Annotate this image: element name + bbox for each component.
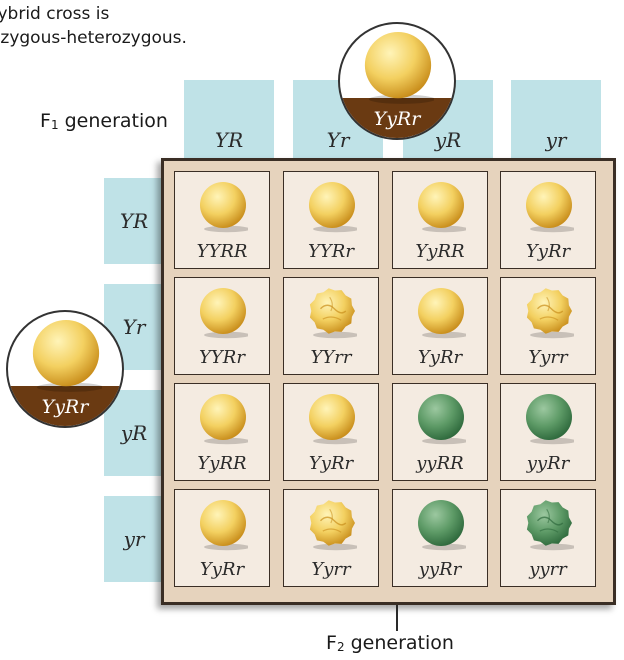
f2-generation-label: F2 generation	[326, 632, 454, 654]
cell-genotype: YYrr	[310, 347, 352, 368]
cell-genotype: yyRr	[526, 453, 570, 474]
cell-genotype: YyRr	[525, 241, 571, 262]
pea-icon	[307, 286, 359, 342]
intro-line-1: ihybrid cross is	[0, 4, 110, 24]
cell-genotype: YYRr	[199, 347, 245, 368]
pea-icon	[524, 498, 576, 554]
pea-icon	[198, 392, 250, 448]
parent-top-band	[340, 98, 454, 138]
parent-left-band	[8, 386, 122, 426]
pea-icon	[362, 30, 436, 110]
pea-icon	[416, 392, 468, 448]
pea-icon	[198, 180, 250, 236]
gamete-top-1: YR	[184, 80, 274, 164]
punnett-cell: YYrr	[283, 277, 379, 375]
punnett-cell: yyRr	[392, 489, 488, 587]
cell-genotype: yyrr	[529, 559, 567, 580]
intro-text: ihybrid cross is ozygous-heterozygous.	[0, 2, 260, 50]
parent-top-genotype: YyRr	[373, 108, 421, 130]
parent-left-genotype: YyRr	[41, 396, 89, 418]
gamete-left-3-label: yR	[120, 421, 148, 445]
cell-genotype: Yyrr	[528, 347, 568, 368]
pea-icon	[307, 180, 359, 236]
punnett-cell: yyRr	[500, 383, 596, 481]
punnett-cell: YYRr	[174, 277, 270, 375]
punnett-cell: yyRR	[392, 383, 488, 481]
punnett-cell: YYRr	[283, 171, 379, 269]
pea-icon	[524, 286, 576, 342]
parent-seed-top: YyRr	[338, 22, 456, 140]
pea-icon	[416, 498, 468, 554]
cell-genotype: Yyrr	[311, 559, 351, 580]
punnett-cell: Yyrr	[283, 489, 379, 587]
punnett-cell: Yyrr	[500, 277, 596, 375]
cell-genotype: YyRr	[308, 453, 354, 474]
cell-genotype: YyRR	[415, 241, 465, 262]
parent-seed-left: YyRr	[6, 310, 124, 428]
punnett-cell: YyRR	[392, 171, 488, 269]
cell-genotype: yyRr	[418, 559, 462, 580]
pea-icon	[198, 498, 250, 554]
punnett-cell: YyRR	[174, 383, 270, 481]
punnett-cell: YYRR	[174, 171, 270, 269]
pea-icon	[30, 318, 104, 398]
intro-line-2: ozygous-heterozygous.	[0, 28, 187, 48]
pea-icon	[416, 286, 468, 342]
gamete-left-4: yr	[104, 496, 164, 582]
pea-icon	[307, 392, 359, 448]
pea-icon	[524, 392, 576, 448]
gamete-left-2-label: Yr	[122, 315, 146, 339]
pea-icon	[524, 180, 576, 236]
punnett-cell: YyRr	[392, 277, 488, 375]
pea-icon	[416, 180, 468, 236]
cell-genotype: YYRR	[196, 241, 248, 262]
gamete-top-1-label: YR	[214, 128, 244, 152]
f1-generation-label: F1 generation	[40, 110, 168, 132]
gamete-left-1: YR	[104, 178, 164, 264]
punnett-cell: yyrr	[500, 489, 596, 587]
pea-icon	[307, 498, 359, 554]
gamete-top-4-label: yr	[545, 128, 567, 152]
gamete-left-4-label: yr	[123, 527, 145, 551]
cell-genotype: YyRr	[199, 559, 245, 580]
cell-genotype: yyRR	[416, 453, 464, 474]
cell-genotype: YYRr	[308, 241, 354, 262]
punnett-cell: YyRr	[283, 383, 379, 481]
cell-genotype: YyRR	[197, 453, 247, 474]
punnett-cell: YyRr	[174, 489, 270, 587]
gamete-left-1-label: YR	[119, 209, 149, 233]
punnett-cell: YyRr	[500, 171, 596, 269]
cell-genotype: YyRr	[417, 347, 463, 368]
f2-connector-line	[396, 605, 398, 631]
gamete-top-4: yr	[511, 80, 601, 164]
pea-icon	[198, 286, 250, 342]
